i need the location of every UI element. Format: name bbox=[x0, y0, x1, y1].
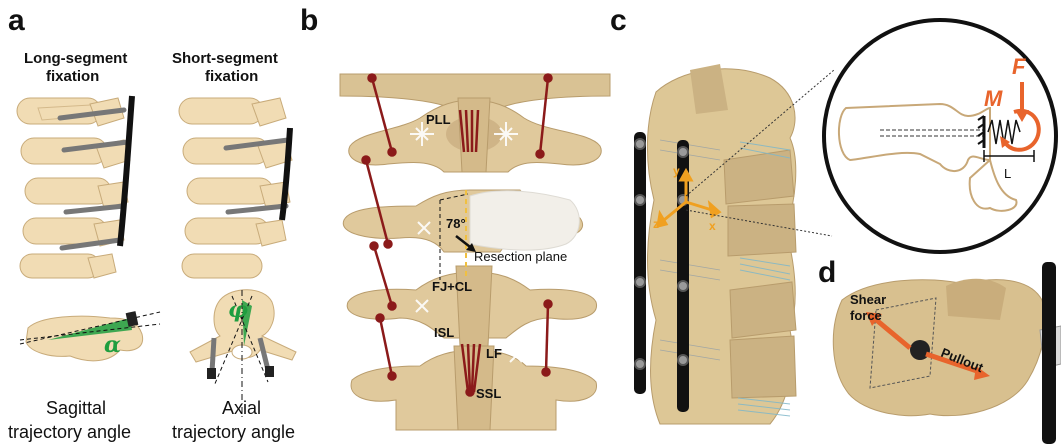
long-segment-spine-illustration bbox=[17, 98, 130, 278]
axis-label-z: z bbox=[653, 217, 659, 231]
sagittal-caption-line2: trajectory angle bbox=[8, 422, 131, 442]
sagittal-angle-illustration bbox=[20, 311, 160, 361]
panel-c-letter: c bbox=[610, 4, 627, 37]
moment-label-m: M bbox=[984, 86, 1003, 111]
shear-label-line2: force bbox=[850, 308, 882, 323]
long-segment-title-line1: Long-segment bbox=[24, 50, 127, 67]
short-segment-title-line2: fixation bbox=[205, 68, 258, 85]
panel-d-letter: d bbox=[818, 256, 836, 289]
long-segment-title-line2: fixation bbox=[46, 68, 99, 85]
label-isl: ISL bbox=[434, 325, 454, 340]
axial-caption-line2: trajectory angle bbox=[172, 422, 295, 442]
label-lf: LF bbox=[486, 346, 502, 361]
label-ssl: SSL bbox=[476, 386, 501, 401]
panel-a-letter: a bbox=[8, 4, 25, 37]
spine-lateral-model bbox=[647, 64, 796, 424]
length-label-l: L bbox=[1004, 166, 1011, 181]
alpha-symbol: α bbox=[104, 332, 121, 358]
short-segment-spine-illustration bbox=[179, 98, 292, 278]
force-label-f: F bbox=[1012, 54, 1026, 79]
label-pll: PLL bbox=[426, 112, 451, 127]
short-segment-title-line1: Short-segment bbox=[172, 50, 278, 67]
panel-d: d Shear force Pullout bbox=[818, 256, 1061, 444]
panel-a: a Long-segment fixation Short-segment fi… bbox=[8, 4, 296, 442]
label-fj-cl: FJ+CL bbox=[432, 279, 472, 294]
axial-caption-line1: Axial bbox=[222, 398, 261, 418]
label-angle-78: 78° bbox=[446, 216, 466, 231]
label-resection-plane: Resection plane bbox=[474, 249, 567, 264]
axis-label-x: x bbox=[709, 219, 716, 233]
axis-label-y: y bbox=[673, 164, 680, 178]
panel-b-letter: b bbox=[300, 4, 318, 37]
panel-b: b bbox=[300, 4, 610, 430]
shear-label-line1: Shear bbox=[850, 292, 886, 307]
phi-symbol: φ bbox=[228, 297, 248, 323]
sagittal-caption-line1: Sagittal bbox=[46, 398, 106, 418]
